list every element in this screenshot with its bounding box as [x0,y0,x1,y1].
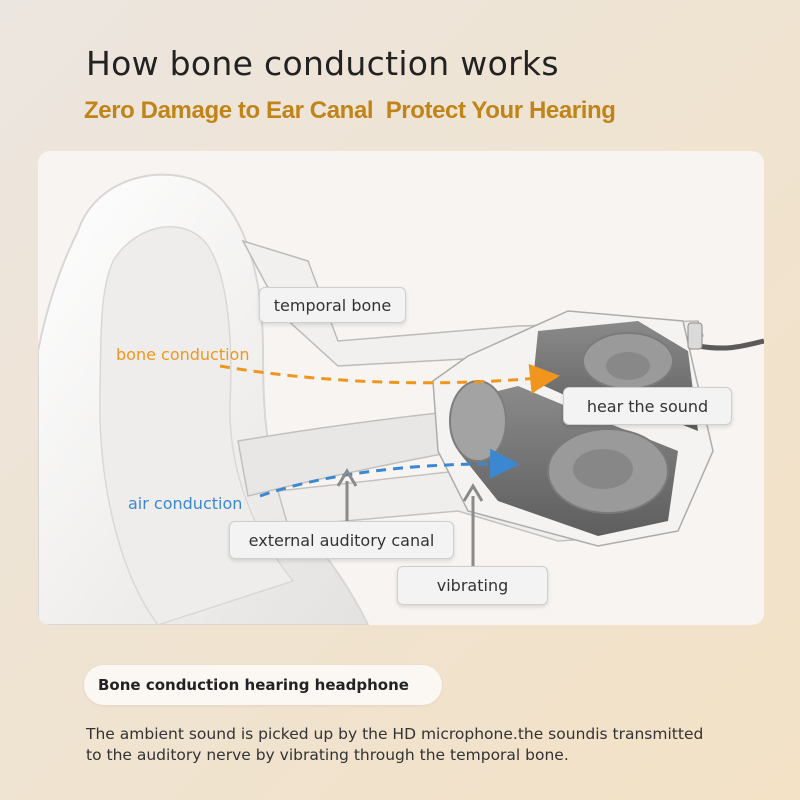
air-conduction-arrow [259,448,520,498]
air-conduction-label: air conduction [128,494,243,513]
ear-cross-section-illustration [38,173,764,625]
external-auditory-canal-label: external auditory canal [229,521,454,559]
ear-diagram-panel: temporal bone bone conduction hear the s… [38,151,764,625]
bone-conduction-arrow [219,363,560,394]
hear-the-sound-label: hear the sound [563,387,732,425]
vibrating-pointer-head [462,483,484,502]
product-label-pill: Bone conduction hearing headphone [84,665,442,705]
headphone-tip [687,322,703,350]
headphone-cable [697,338,764,351]
canal-pointer-head [336,468,358,487]
description-text: The ambient sound is picked up by the HD… [86,725,704,764]
bone-conduction-label: bone conduction [116,345,250,364]
eardrum-blob [449,380,507,462]
cochlea-upper-inner [606,352,650,380]
page-subtitle: Zero Damage to Ear Canal Protect Your He… [84,97,616,124]
vibrating-label: vibrating [397,566,548,605]
cochlea-lower-inner [573,449,633,489]
page-title: How bone conduction works [86,44,559,83]
temporal-bone-label: temporal bone [259,287,406,323]
